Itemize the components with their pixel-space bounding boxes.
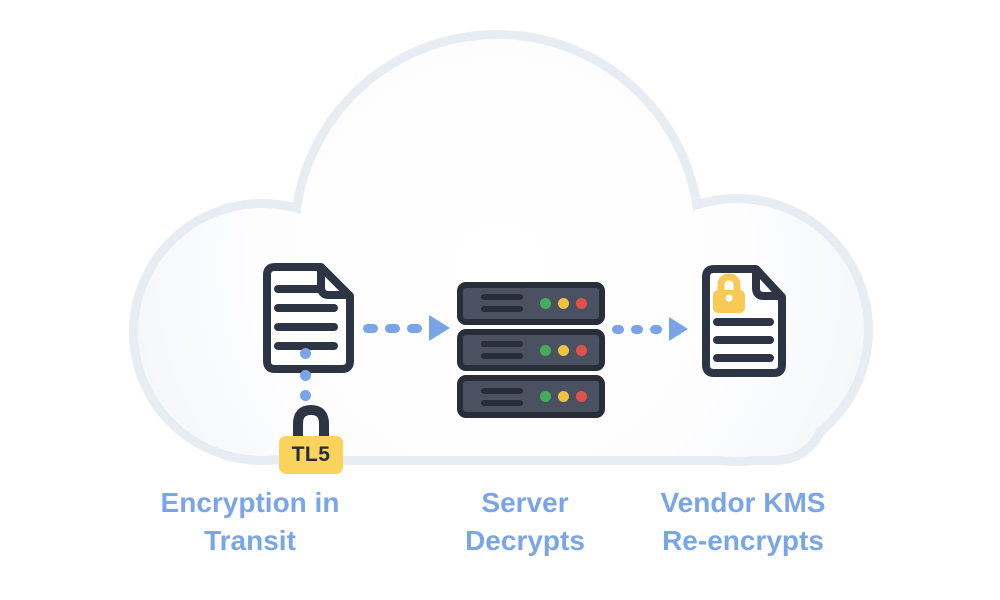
arrow-dash bbox=[631, 324, 643, 334]
led-red-icon bbox=[576, 344, 587, 356]
server-unit bbox=[457, 375, 605, 419]
led-red-icon bbox=[576, 391, 587, 403]
step-label-server-decrypts: Server Decrypts bbox=[405, 484, 645, 560]
step-label-vendor-kms-re-encrypts: Vendor KMS Re-encrypts bbox=[613, 484, 873, 560]
label-line: Re-encrypts bbox=[662, 525, 824, 556]
server-vents bbox=[481, 294, 523, 313]
server-leds bbox=[540, 344, 587, 356]
document-text-lines bbox=[713, 318, 774, 362]
server-leds bbox=[540, 297, 587, 309]
label-line: Transit bbox=[204, 525, 296, 556]
led-green-icon bbox=[540, 297, 551, 309]
document-text-lines bbox=[274, 285, 338, 350]
lock-badge-text: TL5 bbox=[291, 443, 331, 466]
connector-dot bbox=[300, 348, 311, 359]
server-icon bbox=[457, 282, 605, 419]
connector-dot bbox=[300, 370, 311, 381]
arrow-dash bbox=[407, 323, 422, 333]
mini-lock-shackle bbox=[717, 273, 741, 293]
padlock-shackle bbox=[293, 404, 329, 442]
led-yellow-icon bbox=[558, 344, 569, 356]
server-vents bbox=[481, 387, 523, 406]
padlock-icon: TL5 bbox=[279, 404, 343, 474]
step-label-encryption-in-transit: Encryption in Transit bbox=[110, 484, 390, 560]
connector-dot bbox=[300, 390, 311, 401]
server-unit bbox=[457, 328, 605, 372]
server-unit bbox=[457, 282, 605, 325]
server-leds bbox=[540, 391, 587, 403]
folded-corner bbox=[752, 270, 781, 300]
arrow-dash bbox=[363, 323, 378, 333]
label-line: Vendor KMS bbox=[660, 487, 826, 518]
locked-document-icon bbox=[702, 265, 786, 377]
arrow-right-icon bbox=[612, 316, 688, 342]
led-yellow-icon bbox=[558, 297, 569, 309]
label-line: Encryption in bbox=[160, 487, 340, 518]
led-green-icon bbox=[540, 391, 551, 403]
server-vents bbox=[481, 341, 523, 359]
arrow-dash bbox=[385, 323, 400, 333]
label-line: Decrypts bbox=[465, 525, 585, 556]
dotted-connector bbox=[300, 348, 311, 404]
arrow-dash bbox=[650, 324, 662, 334]
label-line: Server bbox=[481, 487, 569, 518]
padlock-body: TL5 bbox=[279, 436, 343, 474]
arrow-head bbox=[429, 315, 450, 341]
led-yellow-icon bbox=[558, 391, 569, 403]
document-icon bbox=[263, 263, 354, 373]
led-red-icon bbox=[576, 297, 587, 309]
led-green-icon bbox=[540, 344, 551, 356]
arrow-right-icon bbox=[363, 315, 450, 341]
arrow-dash bbox=[612, 324, 624, 334]
arrow-head bbox=[669, 317, 688, 341]
mini-lock-keyhole bbox=[725, 294, 733, 302]
